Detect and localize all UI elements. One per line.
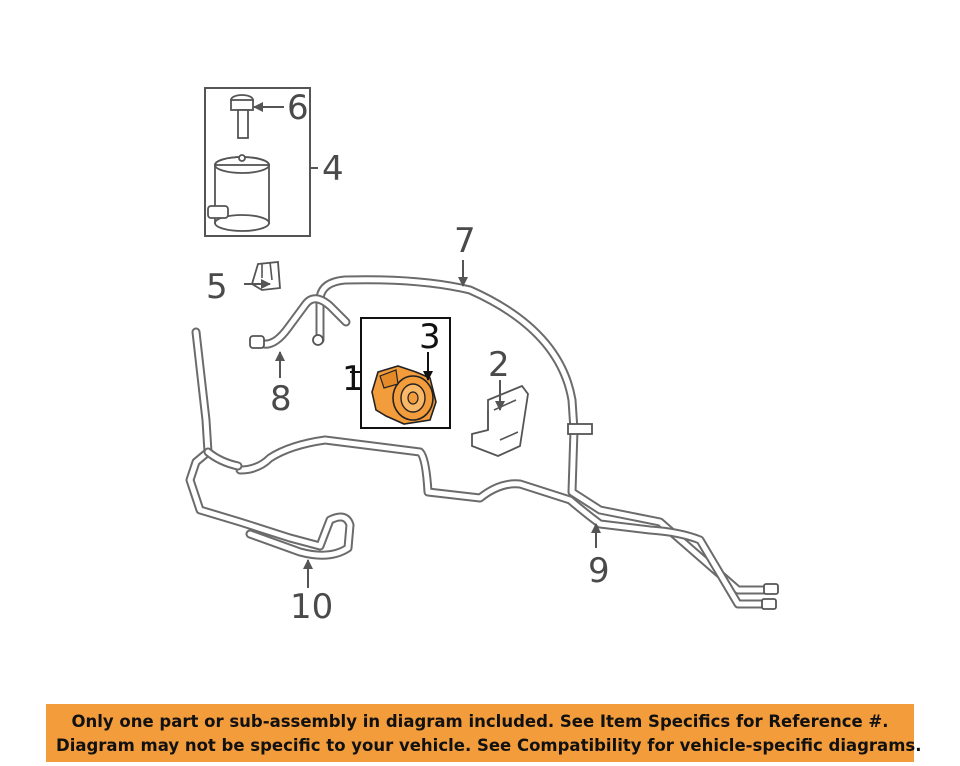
bracket-5 (250, 261, 281, 291)
callout-1: 1 (342, 359, 364, 399)
parts-diagram: 1 2 3 4 5 6 7 8 9 10 (185, 87, 779, 627)
leader-arrows (244, 102, 601, 588)
banner-line-2: Diagram may not be specific to your vehi… (56, 736, 922, 755)
callout-8: 8 (270, 379, 292, 419)
callout-10: 10 (290, 587, 333, 627)
callout-7: 7 (454, 221, 476, 261)
callout-2: 2 (488, 345, 510, 385)
banner-line-1: Only one part or sub-assembly in diagram… (71, 712, 889, 731)
hose-network (185, 275, 779, 610)
bracket-2 (471, 384, 529, 457)
callout-9: 9 (588, 551, 610, 591)
callout-6: 6 (287, 88, 309, 128)
pump-assembly (350, 317, 451, 429)
callout-3: 3 (419, 317, 441, 357)
reservoir-assembly (204, 87, 318, 237)
callout-5: 5 (206, 267, 228, 307)
callout-4: 4 (322, 149, 344, 189)
disclaimer-banner: Only one part or sub-assembly in diagram… (46, 704, 922, 762)
